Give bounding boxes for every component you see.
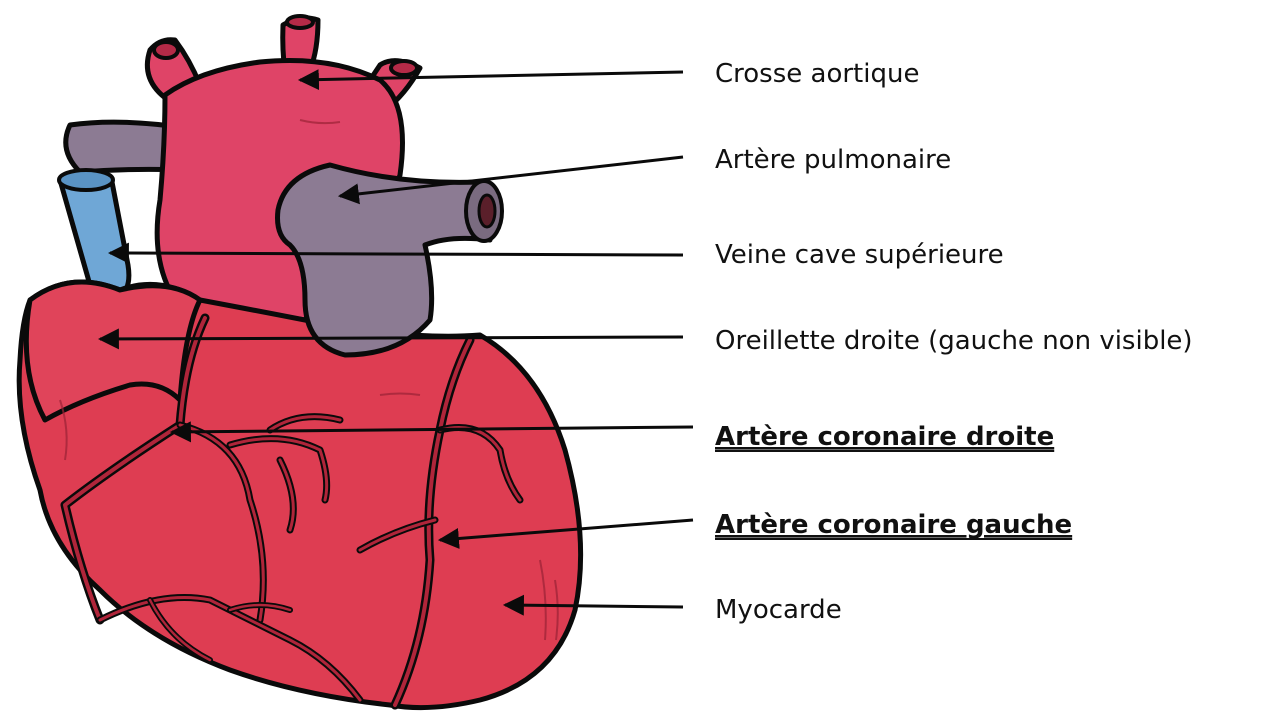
superior-vena-cava <box>59 170 129 298</box>
labels: Crosse aortique Artère pulmonaire Veine … <box>715 59 1193 625</box>
label-right-atrium: Oreillette droite (gauche non visible) <box>715 326 1193 356</box>
leader-superior-vena-cava <box>110 253 683 255</box>
leader-right-atrium <box>100 337 683 339</box>
label-myocardium: Myocarde <box>715 595 842 625</box>
pulmonary-artery <box>278 165 503 355</box>
label-right-coronary-artery: Artère coronaire droite <box>715 422 1054 452</box>
heart-illustration <box>19 16 580 708</box>
label-superior-vena-cava: Veine cave supérieure <box>715 240 1004 270</box>
label-aortic-arch: Crosse aortique <box>715 59 919 89</box>
label-left-coronary-artery: Artère coronaire gauche <box>715 510 1072 540</box>
label-pulmonary-artery: Artère pulmonaire <box>715 145 951 175</box>
leader-myocardium <box>505 605 683 607</box>
